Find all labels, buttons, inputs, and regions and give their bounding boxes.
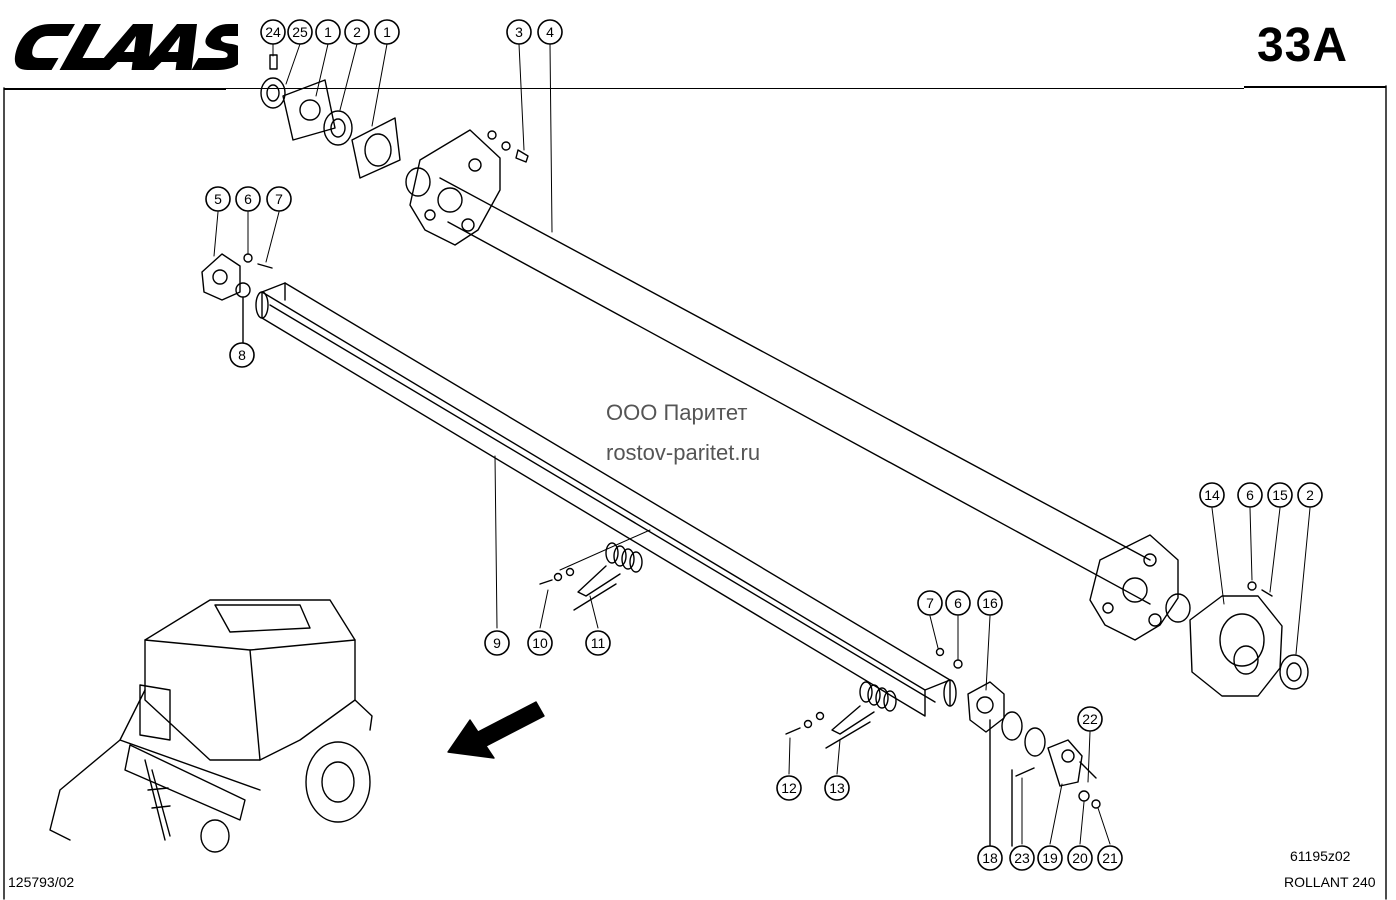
svg-text:13: 13 xyxy=(829,780,845,796)
svg-text:3: 3 xyxy=(515,24,523,40)
sheet-number-underline xyxy=(1244,86,1386,88)
svg-text:18: 18 xyxy=(982,850,998,866)
watermark-company: ООО Паритет xyxy=(606,400,748,425)
callout-6b: 6 xyxy=(1237,482,1263,508)
svg-text:2: 2 xyxy=(1306,487,1314,503)
svg-text:4: 4 xyxy=(546,24,554,40)
callout-7: 7 xyxy=(266,186,292,212)
svg-text:25: 25 xyxy=(292,24,308,40)
svg-text:6: 6 xyxy=(1246,487,1254,503)
callout-18: 18 xyxy=(977,845,1003,871)
callout-3: 3 xyxy=(506,19,532,45)
svg-text:12: 12 xyxy=(781,780,797,796)
svg-text:1: 1 xyxy=(324,24,332,40)
spring-left xyxy=(539,542,643,611)
callout-10: 10 xyxy=(527,630,553,656)
svg-text:23: 23 xyxy=(1014,850,1030,866)
svg-text:24: 24 xyxy=(265,24,281,40)
svg-text:14: 14 xyxy=(1204,487,1220,503)
callout-8: 8 xyxy=(229,342,255,368)
callout-20: 20 xyxy=(1067,845,1093,871)
baler-machine-illustration xyxy=(49,599,373,853)
callout-16: 16 xyxy=(977,590,1003,616)
direction-arrow xyxy=(447,701,545,759)
callout-2b: 2 xyxy=(1297,482,1323,508)
callout-22: 22 xyxy=(1077,706,1103,732)
callout-19: 19 xyxy=(1037,845,1063,871)
callout-11: 11 xyxy=(585,630,611,656)
shaft-flange-left xyxy=(409,129,501,246)
bar-assembly xyxy=(255,282,957,717)
bearing-right-bar xyxy=(935,647,1101,847)
frame-top-line xyxy=(226,88,1244,89)
svg-text:11: 11 xyxy=(591,635,606,651)
svg-text:15: 15 xyxy=(1272,487,1288,503)
callout-21: 21 xyxy=(1097,845,1123,871)
svg-text:21: 21 xyxy=(1102,850,1118,866)
callout-5: 5 xyxy=(205,186,231,212)
svg-text:10: 10 xyxy=(532,635,548,651)
callout-1b: 1 xyxy=(374,19,400,45)
callout-6: 6 xyxy=(235,186,261,212)
sheet-number: 33A xyxy=(1256,19,1348,72)
svg-text:7: 7 xyxy=(275,191,283,207)
document-code: 125793/02 xyxy=(8,874,75,890)
callout-9: 9 xyxy=(484,630,510,656)
callout-24: 24 xyxy=(260,19,286,45)
callout-4: 4 xyxy=(537,19,563,45)
svg-text:20: 20 xyxy=(1072,850,1088,866)
callout-15: 15 xyxy=(1267,482,1293,508)
main-shaft xyxy=(405,167,1191,623)
watermark-url: rostov-paritet.ru xyxy=(606,440,761,465)
callout-25: 25 xyxy=(287,19,313,45)
svg-text:2: 2 xyxy=(353,24,361,40)
callout-markers: 24 25 1 2 1 3 4 5 6 7 8 9 10 11 12 13 14… xyxy=(205,19,1323,871)
svg-text:7: 7 xyxy=(926,595,934,611)
svg-text:22: 22 xyxy=(1082,711,1098,727)
model-name: ROLLANT 240 xyxy=(1284,874,1376,890)
svg-text:6: 6 xyxy=(954,595,962,611)
svg-text:5: 5 xyxy=(214,191,222,207)
leader-lines xyxy=(213,43,1311,845)
callout-23: 23 xyxy=(1009,845,1035,871)
bearing-stack-top-left xyxy=(260,54,529,179)
svg-text:6: 6 xyxy=(244,191,252,207)
callout-14: 14 xyxy=(1199,482,1225,508)
bearing-left-bar xyxy=(201,253,273,344)
callout-12: 12 xyxy=(776,775,802,801)
spring-right xyxy=(785,681,897,749)
svg-text:9: 9 xyxy=(493,635,501,651)
drawing-code: 61195z02 xyxy=(1290,848,1351,864)
callout-2: 2 xyxy=(344,19,370,45)
svg-text:8: 8 xyxy=(238,347,246,363)
hub-right xyxy=(1189,581,1309,697)
svg-text:16: 16 xyxy=(982,595,998,611)
callout-1: 1 xyxy=(315,19,341,45)
callout-7b: 7 xyxy=(917,590,943,616)
svg-text:19: 19 xyxy=(1042,850,1058,866)
callout-13: 13 xyxy=(824,775,850,801)
logo-underline xyxy=(4,88,226,90)
svg-text:1: 1 xyxy=(383,24,391,40)
callout-6c: 6 xyxy=(945,590,971,616)
shaft-flange-right xyxy=(1089,534,1179,641)
